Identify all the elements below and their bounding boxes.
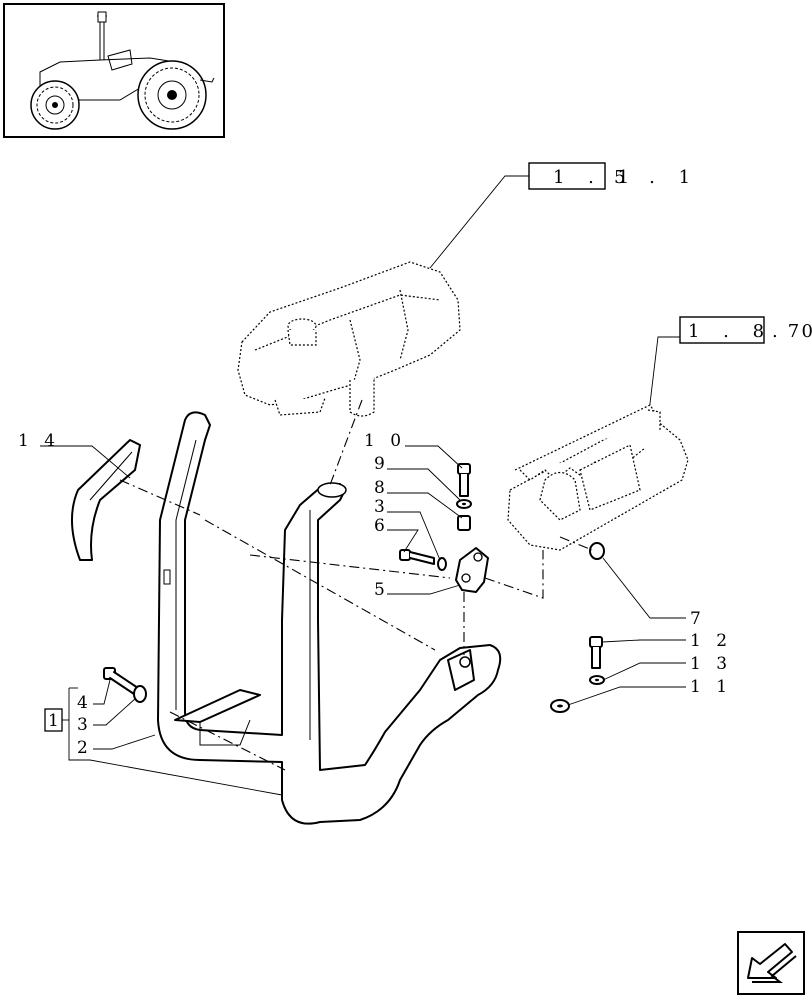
nut-item-11 [550, 699, 570, 713]
callout-9: 9 [374, 454, 390, 474]
washer-item-3-upper [437, 557, 447, 571]
reference-1-15-1[interactable]: 1 . 1 5 . 1 [429, 162, 699, 269]
washer-item-13 [589, 675, 605, 685]
next-page-arrow-icon[interactable] [737, 931, 805, 995]
callout-8: 8 [374, 478, 390, 498]
nut-item-7 [589, 542, 605, 560]
reference-1-87-0[interactable]: 1 . 8 7 . 0 [647, 316, 812, 421]
callout-3-lower: 3 [77, 715, 93, 735]
tube-cover-part [70, 439, 141, 561]
handrail-tube [157, 411, 502, 825]
callout-2: 2 [77, 738, 93, 758]
group-label: 1 [48, 711, 64, 731]
callout-6: 6 [374, 516, 390, 536]
callout-14: 1 4 [18, 431, 60, 451]
callout-4: 4 [77, 693, 93, 713]
screw-item-6 [399, 549, 435, 565]
screw-item-12 [589, 636, 603, 669]
callout-11: 1 1 [690, 677, 732, 697]
reference-boxed-text: 1 . 8 7 [688, 321, 808, 342]
callout-5: 5 [374, 580, 390, 600]
reference-boxed-text: 1 . 1 [553, 167, 638, 188]
assembly-group-box: 1 [44, 708, 64, 732]
screw-item-4 [103, 667, 139, 695]
screw-item-10 [457, 463, 471, 497]
callout-10: 1 0 [364, 431, 406, 451]
spacer-item-8 [457, 515, 471, 531]
platform-step-phantom [507, 404, 689, 551]
callout-labels: 1 4 1 0 9 8 3 6 5 7 1 2 1 3 1 1 4 3 2 [18, 431, 732, 758]
reference-suffix-text: 5 . 1 [614, 167, 699, 188]
callout-7: 7 [690, 609, 706, 629]
washer-item-9 [456, 499, 472, 509]
callout-13: 1 3 [690, 654, 732, 674]
bracket-part [455, 547, 489, 593]
callout-3-upper: 3 [374, 497, 390, 517]
reference-suffix-text: . 0 [772, 321, 812, 342]
fuel-tank-phantom [237, 261, 461, 417]
washer-item-3-lower [133, 685, 147, 703]
alignment-lines [119, 399, 593, 771]
tractor-thumbnail-icon [3, 3, 225, 138]
callout-12: 1 2 [690, 631, 732, 651]
leader-lines [40, 445, 686, 796]
